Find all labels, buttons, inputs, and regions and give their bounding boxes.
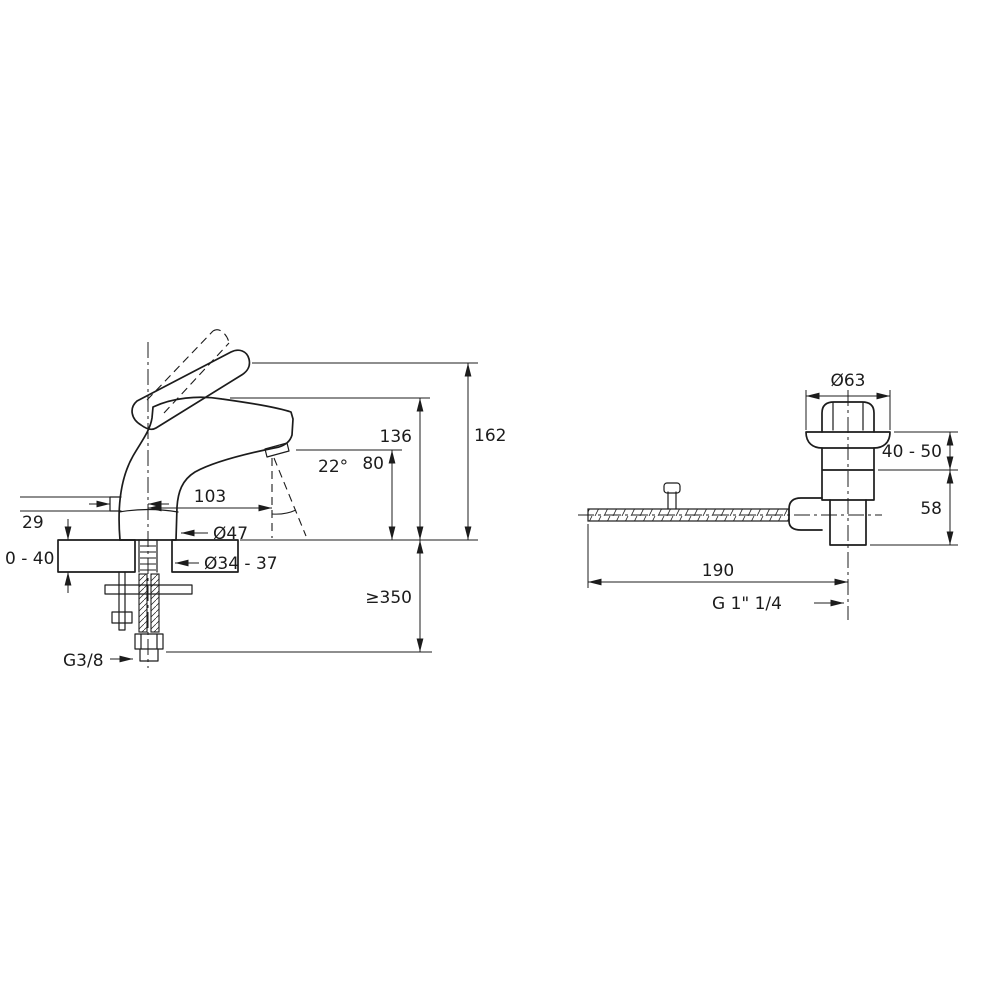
dim-flange-diameter-label: Ø63 xyxy=(830,371,865,391)
mounting-stud xyxy=(111,571,133,631)
dim-clamp-range: 40 - 50 xyxy=(878,431,958,471)
dim-hole-diameter-label: Ø34 - 37 xyxy=(204,554,278,574)
dim-rod-length: 190 xyxy=(587,524,848,588)
dim-flange-diameter: Ø63 xyxy=(805,371,891,430)
waste-tailpipe xyxy=(829,499,867,546)
faucet-body-outline xyxy=(118,396,294,541)
dim-rear-offset: 29 xyxy=(20,496,169,533)
dim-spout-reach: 103 xyxy=(148,487,272,512)
water-stream-dashed xyxy=(271,457,307,538)
dim-rear-offset-label: 29 xyxy=(22,513,44,533)
dim-hose-length-label: ≥350 xyxy=(365,588,412,608)
dim-supply-thread-label: G3/8 xyxy=(63,651,104,671)
deck-section xyxy=(57,539,239,573)
rod-housing xyxy=(788,497,823,531)
waste-cap xyxy=(821,401,875,433)
dim-base-diameter: Ø47 xyxy=(181,524,248,544)
dim-hose-length: ≥350 xyxy=(166,540,432,653)
dim-outlet-height: 80 xyxy=(296,449,402,540)
dim-spout-height: 136 xyxy=(230,397,430,540)
dim-base-diameter-label: Ø47 xyxy=(213,524,248,544)
dim-spout-reach-label: 103 xyxy=(194,487,226,507)
dim-outlet-height-label: 80 xyxy=(362,454,384,474)
supply-hoses xyxy=(138,573,160,633)
dim-body-height: 58 xyxy=(870,470,958,546)
mounting-plate xyxy=(104,584,193,595)
dim-total-height-label: 162 xyxy=(474,426,506,446)
threaded-shank xyxy=(138,539,158,573)
hose-end-nut xyxy=(134,633,164,662)
dim-rod-length-label: 190 xyxy=(702,561,734,581)
waste-flange xyxy=(805,431,891,449)
pop-up-waste-view: Ø63 40 - 50 58 190 G 1" 1/4 xyxy=(578,371,958,620)
dim-total-height: 162 xyxy=(240,362,506,541)
rod-clevis xyxy=(663,482,681,510)
faucet-lever xyxy=(131,349,251,431)
dim-spout-height-label: 136 xyxy=(380,427,412,447)
dim-supply-thread: G3/8 xyxy=(63,651,133,671)
pull-rod xyxy=(587,508,790,522)
dim-stream-angle: 22° xyxy=(318,457,348,477)
basin-mixer-view: 162 136 80 22° 103 29 Ø47 xyxy=(5,329,506,671)
dim-hole-diameter: Ø34 - 37 xyxy=(175,554,278,574)
dim-outlet-thread-label: G 1" 1/4 xyxy=(712,594,782,614)
dim-deck-thickness-label: 0 - 40 xyxy=(5,549,54,569)
dim-body-height-label: 58 xyxy=(920,499,942,519)
spout-aerator xyxy=(264,442,290,458)
waste-body xyxy=(821,447,875,501)
dim-stream-angle-label: 22° xyxy=(318,457,348,477)
dim-clamp-range-label: 40 - 50 xyxy=(882,442,942,462)
angle-arc xyxy=(271,509,297,515)
dim-outlet-thread: G 1" 1/4 xyxy=(712,594,844,614)
dim-deck-thickness: 0 - 40 xyxy=(5,519,72,593)
lever-raised-position-dashed xyxy=(146,329,230,414)
